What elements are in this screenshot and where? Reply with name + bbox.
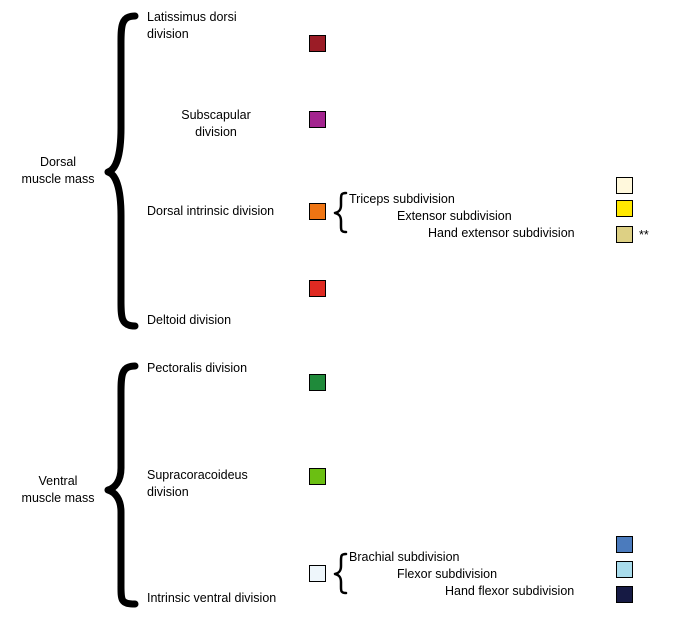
flexor-subdivision-label: Flexor subdivision xyxy=(397,567,498,581)
dorsal-intrinsic-swatch xyxy=(309,203,326,220)
hand-extensor-subdivision-label: Hand extensor subdivision xyxy=(428,226,575,240)
subscapular-division-label: Subscapular division xyxy=(181,108,251,139)
dorsal-intrinsic-brace xyxy=(333,191,348,234)
pectoralis-swatch xyxy=(309,374,326,391)
hand-flexor-subdivision-label: Hand flexor subdivision xyxy=(445,584,575,598)
ventral-brace xyxy=(104,362,139,608)
deltoid-swatch xyxy=(309,280,326,297)
dorsal-muscle-mass-label: Dorsal muscle mass xyxy=(21,155,95,186)
hand-flexor-swatch xyxy=(616,586,633,603)
extensor-subdivision-label: Extensor subdivision xyxy=(397,209,512,223)
triceps-subdivision-label: Triceps subdivision xyxy=(349,192,455,206)
brachial-subdivision-label: Brachial subdivision xyxy=(349,550,460,564)
dorsal-intrinsic-division-label: Dorsal intrinsic division xyxy=(147,204,275,218)
latissimus-dorsi-division-label: Latissimus dorsi division xyxy=(147,10,237,41)
supracoracoideus-swatch xyxy=(309,468,326,485)
intrinsic-ventral-swatch xyxy=(309,565,326,582)
subscapular-swatch xyxy=(309,111,326,128)
hand-extensor-swatch xyxy=(616,226,633,243)
dorsal-brace xyxy=(104,12,139,330)
flexor-swatch xyxy=(616,561,633,578)
pectoralis-division-label: Pectoralis division xyxy=(147,361,248,375)
ventral-muscle-mass-label: Ventral muscle mass xyxy=(21,474,95,505)
supracoracoideus-division-label: Supracoracoideus division xyxy=(147,468,248,499)
extensor-swatch xyxy=(616,200,633,217)
brachial-swatch xyxy=(616,536,633,553)
intrinsic-ventral-brace xyxy=(333,552,348,595)
latissimus-dorsi-swatch xyxy=(309,35,326,52)
intrinsic-ventral-division-label: Intrinsic ventral division xyxy=(147,591,277,605)
deltoid-division-label: Deltoid division xyxy=(147,313,232,327)
hand-extensor-note: ** xyxy=(639,228,649,242)
triceps-swatch xyxy=(616,177,633,194)
